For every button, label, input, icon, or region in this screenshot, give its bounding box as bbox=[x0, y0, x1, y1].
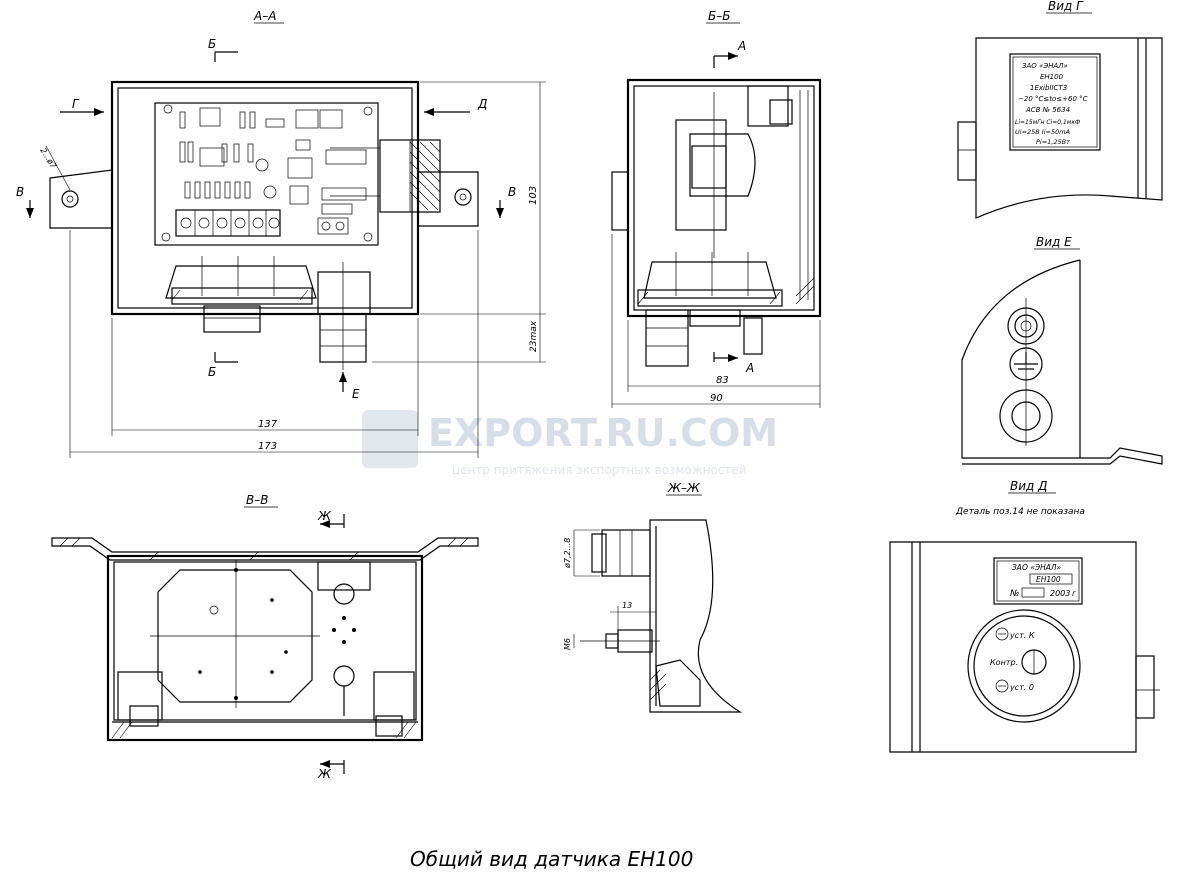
view-d-title: Вид Д bbox=[1010, 479, 1048, 493]
watermark-sub: центр притяжения экспортных возможностей bbox=[452, 463, 747, 477]
view-aa-title: А–А bbox=[253, 9, 276, 23]
view-e-title: Вид Е bbox=[1036, 235, 1072, 249]
plate-g-line6: Li=15мГн Ci=0,1мкФ bbox=[1015, 119, 1080, 126]
view-g: Вид Г ЗАО «ЭНАЛ» ЕН100 1ExibIICT3 −20 °C… bbox=[957, 0, 1163, 219]
plate-g-line1: ЗАО «ЭНАЛ» bbox=[1022, 62, 1068, 70]
dim-83: 83 bbox=[716, 375, 729, 386]
dim-103: 103 bbox=[528, 186, 539, 205]
dim-m6: M6 bbox=[563, 638, 572, 650]
marker-zh-top: Ж bbox=[317, 509, 332, 523]
plate-d-line2: ЕН100 bbox=[1036, 575, 1061, 584]
marker-b-top: Б bbox=[208, 37, 216, 51]
dim-13: 13 bbox=[622, 601, 632, 610]
dial-k: уст. К bbox=[1009, 631, 1035, 640]
marker-a-top: А bbox=[737, 39, 746, 53]
marker-g: Г bbox=[72, 97, 80, 111]
plate-g-line2: ЕН100 bbox=[1040, 73, 1064, 81]
view-g-title: Вид Г bbox=[1048, 0, 1084, 13]
dial-kontr: Контр. bbox=[990, 658, 1018, 667]
view-aa: А–А bbox=[16, 9, 546, 458]
plate-g-line7: Ui=25В Ii=50mA bbox=[1015, 128, 1070, 136]
plate-d-year: 2003 bbox=[1050, 589, 1070, 598]
marker-d: Д bbox=[477, 97, 487, 111]
view-bb-title: Б–Б bbox=[708, 9, 730, 23]
marker-b-bottom: Б bbox=[208, 365, 216, 379]
dim-2-7: 2...ø7 bbox=[38, 146, 58, 171]
dim-90: 90 bbox=[710, 393, 723, 404]
view-vv-title: В–В bbox=[246, 493, 268, 507]
marker-zh-bottom: Ж bbox=[317, 767, 332, 781]
drawing-caption: Общий вид датчика ЕН100 bbox=[410, 847, 693, 871]
view-bb: Б–Б А А 83 bbox=[611, 9, 822, 408]
plate-d-line1: ЗАО «ЭНАЛ» bbox=[1012, 563, 1062, 572]
plate-g-line4: −20 °C≤to≤+60 °C bbox=[1018, 95, 1088, 103]
dim-d72: ø7,2...8 bbox=[563, 538, 572, 569]
dial-o: уст. 0 bbox=[1009, 683, 1034, 692]
watermark-main: EXPORT.RU.COM bbox=[428, 411, 778, 455]
watermark: EXPORT.RU.COM центр притяжения экспортны… bbox=[362, 410, 778, 477]
dim-137: 137 bbox=[258, 419, 278, 430]
dim-173: 173 bbox=[258, 441, 277, 452]
view-zhzh-title: Ж–Ж bbox=[667, 481, 701, 495]
plate-d-num: № bbox=[1009, 589, 1019, 599]
plate-g-line5: АСВ № 5634 bbox=[1025, 106, 1070, 114]
view-zhzh: Ж–Ж ø7,2...8 13 M6 bbox=[563, 481, 743, 713]
note-d: Деталь поз.14 не показана bbox=[955, 507, 1085, 517]
plate-d-g: г bbox=[1072, 589, 1077, 598]
marker-a-bottom: А bbox=[745, 361, 754, 375]
marker-v-left: В bbox=[16, 185, 24, 199]
dim-23max: 23max bbox=[529, 320, 539, 352]
view-vv: В–В bbox=[51, 493, 479, 781]
plate-g-line8: Pi=1,25Вт bbox=[1036, 138, 1070, 146]
marker-v-right: В bbox=[508, 185, 516, 199]
marker-e: Е bbox=[352, 387, 360, 401]
view-e: Вид Е bbox=[961, 235, 1163, 465]
view-d: Вид Д Деталь поз.14 не показана ЗАО «ЭНА… bbox=[889, 479, 1160, 753]
plate-g-line3: 1ExibIICT3 bbox=[1030, 84, 1067, 92]
